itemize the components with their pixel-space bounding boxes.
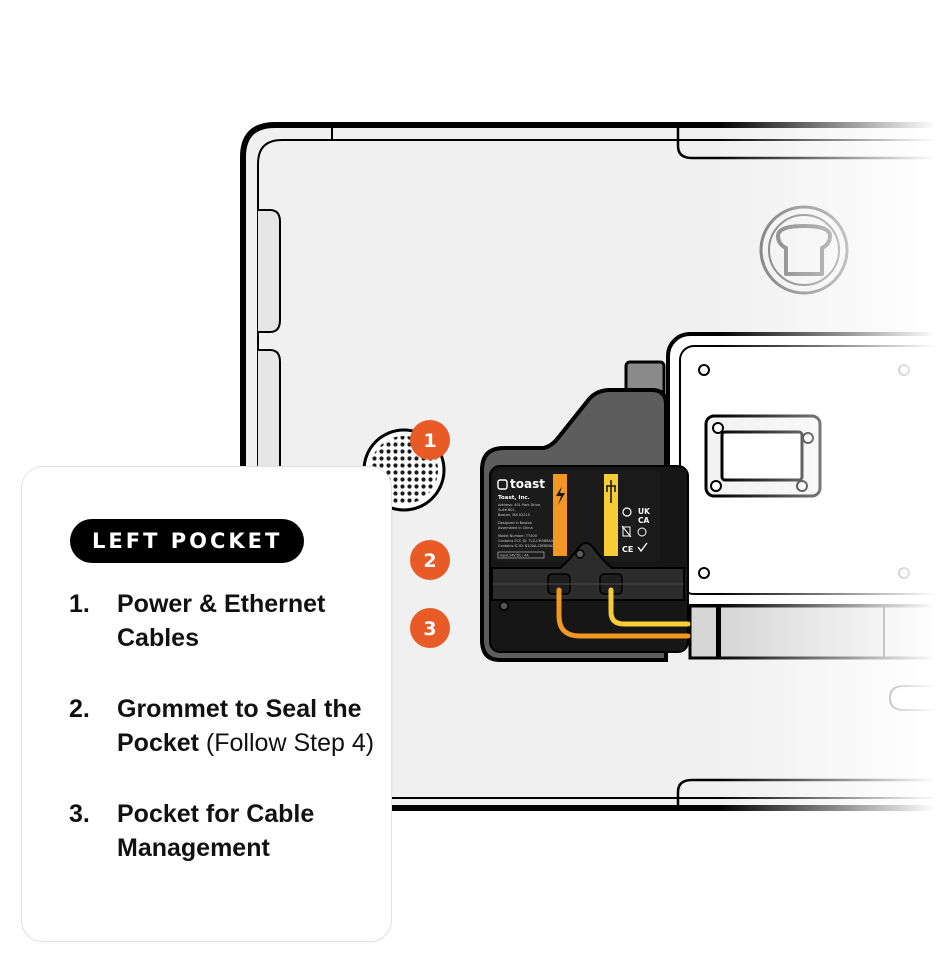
lightning-icon bbox=[556, 486, 565, 505]
svg-text:Boston, MA 02215: Boston, MA 02215 bbox=[498, 513, 530, 517]
callout-2: 2 bbox=[410, 540, 450, 580]
svg-text:Address: 401 Park Drive,: Address: 401 Park Drive, bbox=[498, 503, 541, 507]
svg-text:2: 2 bbox=[423, 550, 436, 572]
svg-text:Contains FCC ID: TLZ-CM389AX: Contains FCC ID: TLZ-CM389AX bbox=[498, 539, 554, 543]
right-fade bbox=[600, 100, 936, 840]
list-number: 2. bbox=[69, 695, 90, 723]
list-text: Power & Ethernet Cables bbox=[117, 590, 326, 652]
list-text: Pocket for Cable Management bbox=[117, 800, 315, 862]
power-port-strip bbox=[553, 474, 567, 556]
power-cable bbox=[556, 587, 691, 639]
list-item: 2. Grommet to Seal the Pocket (Follow St… bbox=[69, 692, 379, 760]
list-item: 1. Power & Ethernet Cables bbox=[69, 587, 379, 655]
svg-text:3: 3 bbox=[423, 618, 436, 640]
svg-text:Assembled in China: Assembled in China bbox=[498, 526, 533, 530]
svg-text:Input 24V DC / 4A: Input 24V DC / 4A bbox=[500, 554, 529, 558]
svg-text:Contains IC ID: 6100A-CM389AX: Contains IC ID: 6100A-CM389AX bbox=[498, 544, 555, 548]
section-heading-pill: LEFT POCKET bbox=[70, 519, 305, 563]
toast-brand-label: toast bbox=[510, 477, 545, 491]
list-number: 3. bbox=[69, 800, 90, 828]
info-card: LEFT POCKET 1. Power & Ethernet Cables 2… bbox=[21, 466, 392, 942]
list-text: Grommet to Seal the Pocket (Follow Step … bbox=[117, 695, 375, 757]
callout-3: 3 bbox=[410, 608, 450, 648]
svg-text:1: 1 bbox=[423, 430, 436, 452]
svg-text:Suite 801,: Suite 801, bbox=[498, 508, 516, 512]
svg-text:Model Number: TT400: Model Number: TT400 bbox=[498, 534, 537, 538]
legend-list: 1. Power & Ethernet Cables 2. Grommet to… bbox=[69, 587, 379, 865]
svg-text:Toast, Inc.: Toast, Inc. bbox=[498, 495, 530, 501]
svg-text:Designed in Boston: Designed in Boston bbox=[498, 521, 532, 525]
list-item: 3. Pocket for Cable Management bbox=[69, 797, 379, 865]
list-number: 1. bbox=[69, 590, 90, 618]
callout-1: 1 bbox=[410, 420, 450, 460]
